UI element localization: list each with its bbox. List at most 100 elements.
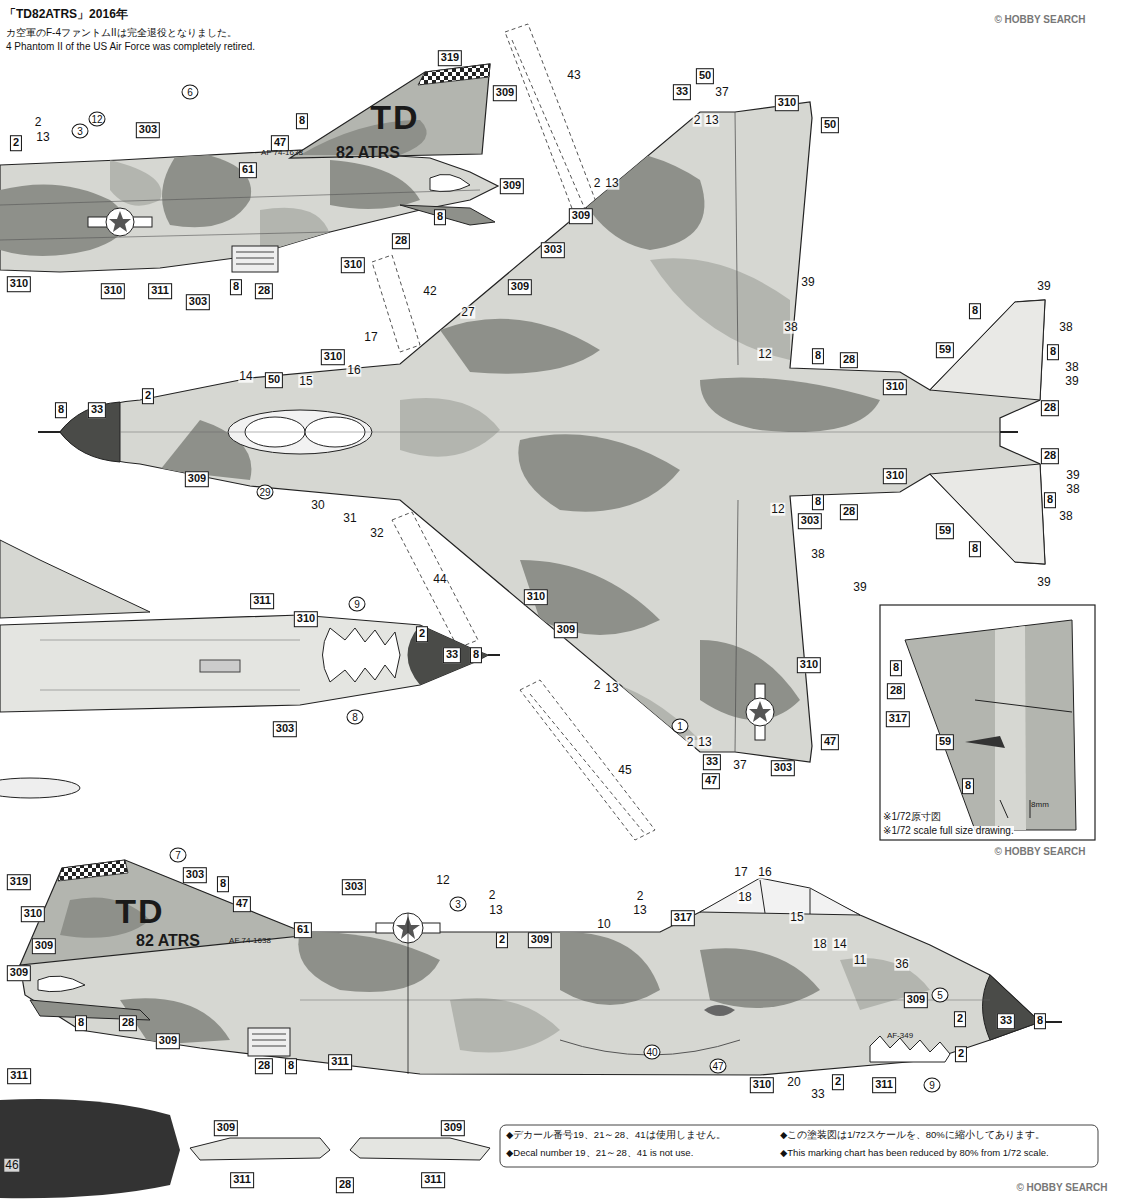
callout-number: 2: [693, 114, 702, 127]
chart-title: 「TD82ATRS」2016年: [4, 6, 128, 23]
paint-code: 310: [797, 657, 821, 673]
paint-code: 28: [840, 352, 858, 368]
paint-code: 311: [7, 1068, 31, 1084]
tail-code: TD: [115, 894, 164, 930]
decal-number: 3: [72, 124, 89, 139]
paint-code: 319: [438, 50, 462, 66]
callout-number: 30: [310, 499, 325, 512]
callout-number: 38: [1058, 321, 1073, 334]
paint-code: 28: [119, 1015, 137, 1031]
note-text: ◆この塗装図は1/72スケールを、80%に縮小してあります。: [780, 1130, 1045, 1140]
paint-code: 309: [500, 178, 524, 194]
paint-code: 310: [101, 283, 125, 299]
paint-code: 61: [294, 922, 312, 938]
serial-text: AF 74-1638: [229, 937, 271, 945]
paint-code: 309: [554, 622, 578, 638]
callout-number: 2: [34, 116, 43, 129]
paint-code: 8: [470, 647, 482, 663]
note-text: カ空軍のF-4ファントムIIは完全退役となりました。: [6, 28, 237, 39]
paint-code: 8: [812, 494, 824, 510]
paint-code: 28: [887, 683, 905, 699]
paint-code: 2: [416, 626, 428, 642]
paint-code: 311: [872, 1077, 896, 1093]
paint-code: 8: [75, 1015, 87, 1031]
callout-number: 2: [488, 889, 497, 902]
callout-number: 38: [1058, 510, 1073, 523]
paint-code: 309: [493, 85, 517, 101]
paint-code: 319: [7, 874, 31, 890]
callout-number: 39: [1036, 280, 1051, 293]
paint-code: 47: [821, 734, 839, 750]
paint-code: 8: [1034, 1013, 1046, 1029]
tail-code: TD: [370, 100, 419, 136]
callout-number: 16: [757, 866, 772, 879]
paint-code: 310: [7, 276, 31, 292]
callout-number: 39: [852, 581, 867, 594]
paint-code: 28: [840, 504, 858, 520]
paint-code: 28: [392, 233, 410, 249]
paint-code: 303: [186, 294, 210, 310]
callout-number: 2: [593, 177, 602, 190]
paint-code: 28: [1041, 448, 1059, 464]
paint-code: 311: [148, 283, 172, 299]
callout-number: 15: [789, 911, 804, 924]
paint-code: 2: [955, 1046, 967, 1062]
callout-number: 37: [732, 759, 747, 772]
callout-number: 17: [733, 866, 748, 879]
paint-code: 33: [673, 84, 691, 100]
serial-text: AF-349: [887, 1032, 913, 1040]
callout-number: 2: [593, 679, 602, 692]
paint-code: 28: [336, 1177, 354, 1193]
paint-code: 303: [183, 867, 207, 883]
paint-code: 311: [421, 1172, 445, 1188]
callout-number: 10: [596, 918, 611, 931]
paint-code: 310: [341, 257, 365, 273]
callout-number: 13: [632, 904, 647, 917]
paint-code: 303: [342, 879, 366, 895]
decal-number: 9: [349, 597, 366, 612]
paint-code: 33: [703, 754, 721, 770]
callout-number: 13: [604, 177, 619, 190]
callout-number: 12: [770, 503, 785, 516]
callout-number: 32: [369, 527, 384, 540]
paint-code: 2: [832, 1074, 844, 1090]
paint-code: 8: [55, 402, 67, 418]
paint-code: 309: [214, 1120, 238, 1136]
callout-number: 37: [714, 86, 729, 99]
callout-number: 39: [1036, 576, 1051, 589]
paint-code: 8: [285, 1058, 297, 1074]
paint-code: 303: [541, 242, 565, 258]
callout-number: 14: [238, 370, 253, 383]
note-text: ※1/72 scale full size drawing.: [883, 826, 1014, 837]
callout-number: 44: [432, 573, 447, 586]
squadron-text: 82 ATRS: [336, 145, 400, 162]
paint-code: 2: [954, 1011, 966, 1027]
callout-number: 2: [636, 890, 645, 903]
paint-code: 309: [508, 279, 532, 295]
paint-code: 2: [142, 388, 154, 404]
callout-number: 20: [786, 1076, 801, 1089]
paint-code: 59: [936, 734, 954, 750]
callout-number: 38: [1064, 361, 1079, 374]
paint-code: 310: [294, 611, 318, 627]
note-text: ◆This marking chart has been reduced by …: [780, 1148, 1049, 1158]
paint-code: 33: [88, 402, 106, 418]
paint-code: 310: [21, 906, 45, 922]
paint-code: 47: [702, 773, 720, 789]
paint-code: 310: [883, 379, 907, 395]
callout-number: 27: [460, 306, 475, 319]
decal-number: 9: [924, 1078, 941, 1093]
serial-text: AF 74-1638: [261, 149, 303, 157]
callout-number: 45: [617, 764, 632, 777]
paint-code: 8: [230, 279, 242, 295]
paint-code: 303: [771, 760, 795, 776]
paint-code: 50: [696, 68, 714, 84]
callout-number: 14: [832, 938, 847, 951]
paint-code: 8: [296, 113, 308, 129]
paint-code: 28: [255, 283, 273, 299]
callout-number: 46: [4, 1159, 19, 1172]
callout-number: 11: [853, 954, 867, 967]
note-text: ◆デカール番号19、21～28、41は使用しません。: [506, 1130, 726, 1140]
paint-code: 311: [328, 1054, 352, 1070]
